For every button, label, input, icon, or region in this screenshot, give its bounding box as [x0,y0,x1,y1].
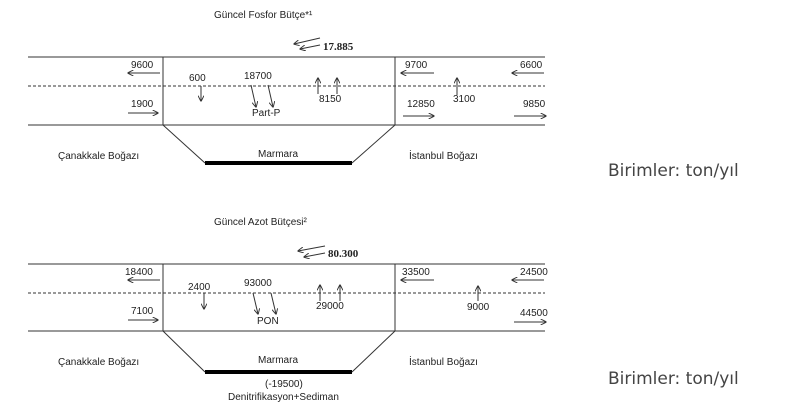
p-left-upper-out-value: 9600 [131,60,154,71]
p-left-lower-in-value: 1900 [131,99,154,110]
p-particulate-label: Part-P [252,108,281,119]
phosphorus-title: Güncel Fosfor Bütçe*¹ [214,10,313,21]
p-total-arrow-1 [294,37,321,44]
p-right-lower-in-value: 12850 [407,99,435,110]
n-sediment-label: Denitrifikasyon+Sediman [228,392,339,403]
n-particulate-label: PON [257,316,279,327]
n-particulate-flux-value: 93000 [244,278,272,289]
p-right-up-flux-value: 3100 [453,94,476,105]
phosphorus-diagram [28,37,546,165]
n-total-arrow-2 [304,252,326,257]
n-right-lower-out-value: 44500 [520,308,548,319]
n-particulate-arrow-2 [270,292,276,314]
n-right-slope [351,330,396,373]
n-total-arrow-1 [298,245,326,251]
p-total-arrow-2 [300,44,321,49]
p-particulate-arrow-2 [267,84,273,107]
n-basin-label: Marmara [258,355,299,366]
n-sediment-value: (-19500) [265,379,303,390]
n-right-upper-in-value: 33500 [402,267,430,278]
p-left-strait-label: Çanakkale Boğazı [58,151,140,162]
p-particulate-arrow-1 [250,84,256,107]
n-right-upper-out-value: 24500 [520,267,548,278]
n-units-label: Birimler: ton/yıl [608,369,739,389]
n-right-up-flux-value: 9000 [467,302,490,313]
n-particulate-arrow-1 [252,292,258,314]
phosphorus-total: 17.885 [323,41,354,53]
p-right-upper-in-value: 9700 [405,60,428,71]
p-right-slope [351,124,396,164]
n-left-upper-out-value: 18400 [125,267,153,278]
n-left-slope [162,330,206,373]
p-units-label: Birimler: ton/yıl [608,161,739,181]
nitrogen-title: Güncel Azot Bütçesi² [214,217,307,228]
n-right-strait-label: İstanbul Boğazı [409,357,478,368]
p-basin-label: Marmara [258,149,299,160]
p-right-strait-label: İstanbul Boğazı [409,151,478,162]
p-left-slope [162,124,206,164]
p-down-flux-value: 600 [189,73,206,84]
p-right-lower-out-value: 9850 [523,99,546,110]
n-up-flux-value: 29000 [316,301,344,312]
n-left-strait-label: Çanakkale Boğazı [58,357,140,368]
n-left-lower-in-value: 7100 [131,306,154,317]
p-up-flux-value: 8150 [319,94,342,105]
nitrogen-diagram [28,245,546,374]
nitrogen-total: 80.300 [328,248,359,260]
p-right-upper-out-value: 6600 [520,60,543,71]
p-particulate-flux-value: 18700 [244,71,272,82]
n-down-flux-value: 2400 [188,282,211,293]
